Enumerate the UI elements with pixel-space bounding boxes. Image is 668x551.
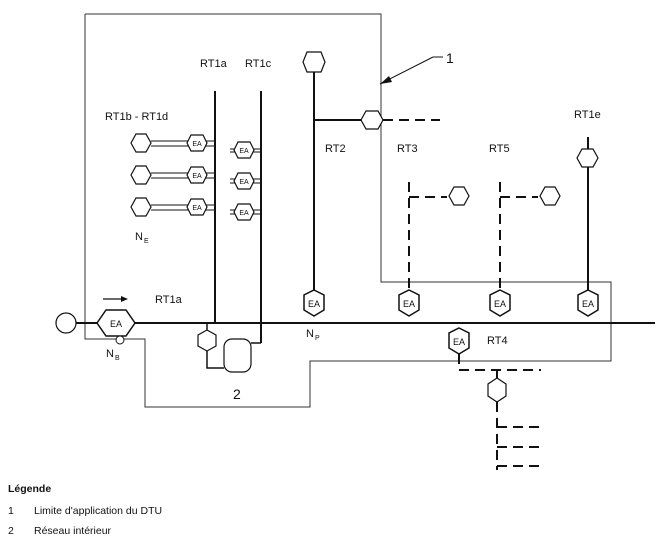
rt4-label: RT4 <box>487 335 508 347</box>
rt3-label: RT3 <box>397 143 418 155</box>
legend-item-text: Réseau intérieur <box>34 525 112 537</box>
legend-item-text: Limite d'application du DTU <box>34 505 163 517</box>
n-p-label: N <box>306 328 314 340</box>
internal-network-hexagon-icon <box>197 329 217 352</box>
ea-meter-rt3: EA <box>398 289 420 317</box>
n-b-label: N <box>106 348 114 360</box>
svg-text:EA: EA <box>453 337 465 347</box>
svg-text:EA: EA <box>582 299 594 309</box>
ea-meter-rt4: EA <box>448 327 470 355</box>
rt1b-rt1d-branches: EA EA EA EA EA EA <box>130 133 261 221</box>
svg-text:EA: EA <box>192 173 202 180</box>
application-boundary <box>84 13 612 408</box>
supply-circle-icon <box>55 312 77 334</box>
ea-meter-rt1e: EA <box>577 289 599 317</box>
rt2-label: RT2 <box>325 143 346 155</box>
legend-item-number: 1 <box>8 505 14 517</box>
svg-text:EA: EA <box>239 148 249 155</box>
rt1b-rt1d-label: RT1b - RT1d <box>105 111 168 123</box>
ea-meter-rt2: EA <box>303 289 325 317</box>
ea-meter-main: EA <box>96 309 136 337</box>
svg-text:EA: EA <box>239 210 249 217</box>
rt4-hexagon-icon <box>487 377 507 403</box>
internal-network-tank <box>223 338 252 373</box>
svg-text:EA: EA <box>192 205 202 212</box>
rt1c-label: RT1c <box>245 58 272 70</box>
svg-text:EA: EA <box>239 179 249 186</box>
rt3-hexagon-icon <box>448 186 470 206</box>
rt5-hexagon-icon <box>539 186 561 206</box>
svg-text:EA: EA <box>403 299 415 309</box>
n-e-label: N <box>135 231 143 243</box>
legend-item: 2 Réseau intérieur <box>8 521 608 541</box>
n-b-sub: B <box>115 355 120 362</box>
ea-meter-rt5: EA <box>489 289 511 317</box>
legend-item-number: 2 <box>8 525 14 537</box>
n-p-sub: P <box>315 335 320 342</box>
svg-text:EA: EA <box>110 319 122 329</box>
svg-text:EA: EA <box>192 141 202 148</box>
rt4-branch-dashed <box>458 354 541 371</box>
legend-item: 1 Limite d'application du DTU <box>8 501 608 521</box>
rt2-top-hexagon-icon <box>302 51 326 73</box>
svg-text:EA: EA <box>308 299 320 309</box>
svg-text:EA: EA <box>494 299 506 309</box>
callout-2-label: 2 <box>233 386 241 402</box>
legend-title: Légende <box>8 483 52 495</box>
rt1a-top-label: RT1a <box>200 58 228 70</box>
rt1a-main-label: RT1a <box>155 294 183 306</box>
rt2-branch-hexagon-icon <box>360 110 384 130</box>
n-b-node-icon <box>115 335 125 345</box>
callout-1-label: 1 <box>446 50 454 66</box>
n-e-sub: E <box>144 238 149 245</box>
rt1e-label: RT1e <box>574 109 601 121</box>
legend: Légende 1 Limite d'application du DTU 2 … <box>8 483 608 541</box>
rt5-label: RT5 <box>489 143 510 155</box>
rt1e-hexagon-icon <box>576 148 599 168</box>
